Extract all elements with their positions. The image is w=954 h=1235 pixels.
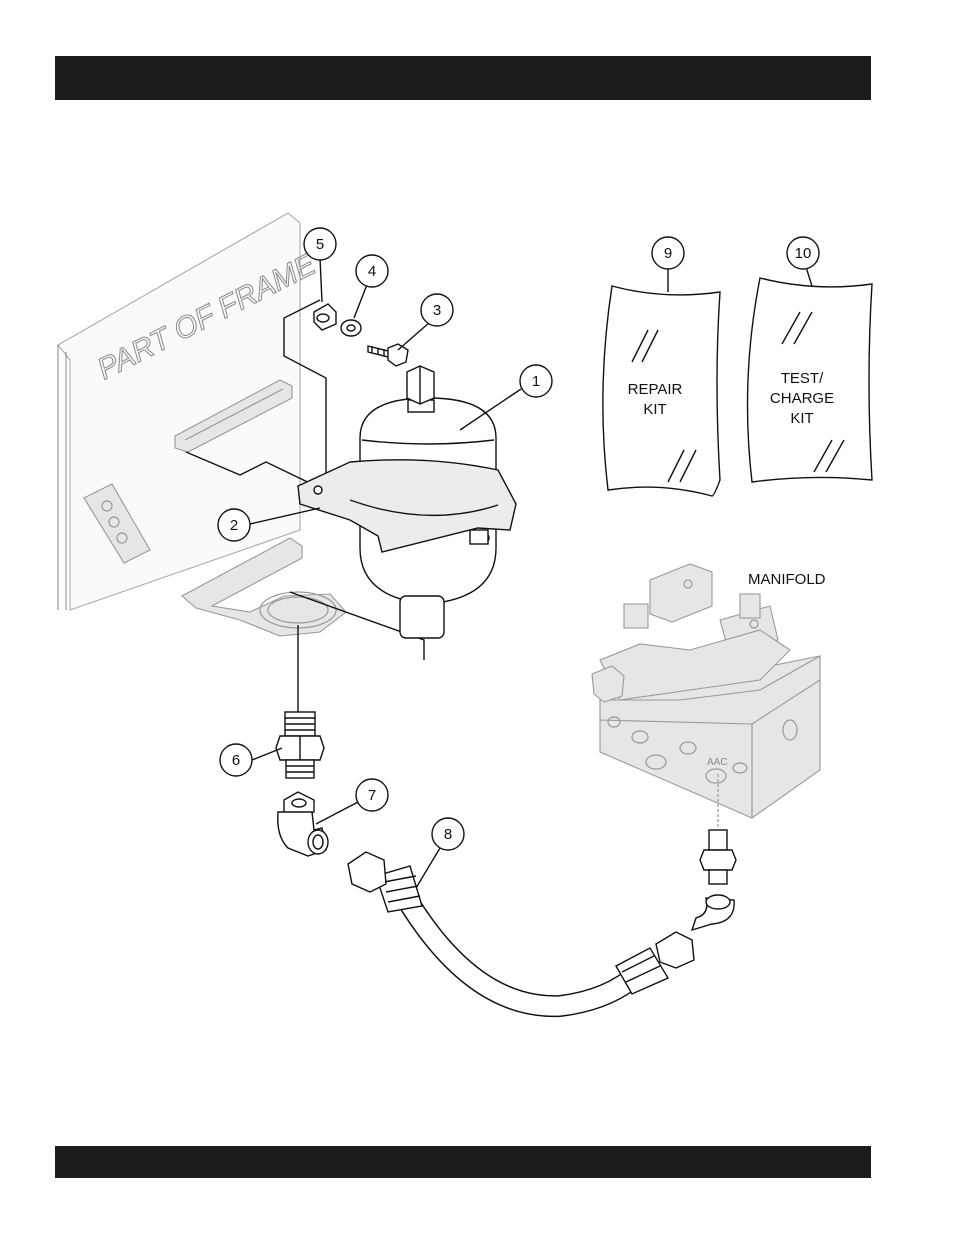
repair-kit-label-line2: KIT: [643, 401, 666, 418]
svg-text:1: 1: [532, 373, 540, 390]
svg-text:5: 5: [316, 236, 324, 253]
callout-9: 9: [652, 237, 684, 269]
callout-1: 1: [520, 365, 552, 397]
test-kit-label-line3: KIT: [790, 410, 813, 427]
clamp: [298, 460, 516, 552]
svg-text:10: 10: [795, 245, 812, 262]
repair-kit-label-line1: REPAIR: [628, 381, 683, 398]
callout-3: 3: [421, 294, 453, 326]
callout-7: 7: [356, 779, 388, 811]
svg-text:7: 7: [368, 787, 376, 804]
adapter-fitting: [276, 712, 324, 778]
test-charge-kit-bag: TEST/ CHARGE KIT: [748, 278, 873, 482]
manifold-port-label: AAC: [707, 757, 728, 768]
manifold-label: MANIFOLD: [748, 571, 826, 588]
hose-assembly: [348, 830, 736, 1006]
manifold: AAC: [592, 564, 820, 828]
test-kit-label-line2: CHARGE: [770, 390, 834, 407]
callout-8: 8: [432, 818, 464, 850]
hardware-washer: [341, 320, 361, 336]
repair-kit-bag: REPAIR KIT: [603, 286, 720, 496]
svg-text:6: 6: [232, 752, 240, 769]
frame-wall: PART OF FRAME: [58, 213, 346, 636]
svg-text:3: 3: [433, 302, 441, 319]
callout-6: 6: [220, 744, 252, 776]
svg-text:4: 4: [368, 263, 376, 280]
elbow-fitting: [278, 792, 328, 856]
callout-10: 10: [787, 237, 819, 269]
callout-2: 2: [218, 509, 250, 541]
svg-text:8: 8: [444, 826, 452, 843]
test-kit-label-line1: TEST/: [781, 370, 824, 387]
svg-text:9: 9: [664, 245, 672, 262]
callout-4: 4: [356, 255, 388, 287]
hardware-nut: [314, 304, 336, 330]
callout-5: 5: [304, 228, 336, 260]
svg-text:2: 2: [230, 517, 238, 534]
